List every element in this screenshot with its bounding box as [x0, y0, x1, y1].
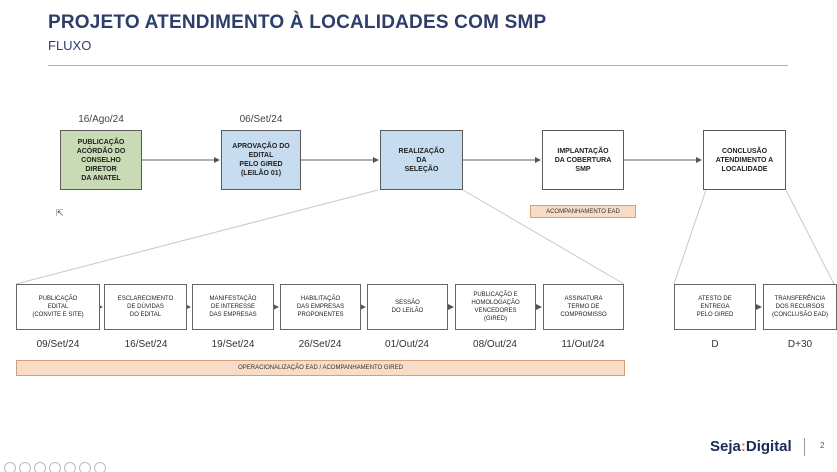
substep-date-4: 26/Set/24 — [298, 339, 342, 350]
operation-band: OPERACIONALIZAÇÃO EAD / ACOMPANHAMENTO G… — [16, 360, 625, 376]
substep-date-6: 08/Out/24 — [473, 339, 517, 350]
top-date-1: 16/Ago/24 — [78, 114, 124, 125]
fan-line-end-left — [673, 189, 707, 285]
title-divider — [48, 65, 788, 66]
substep-date-3: 19/Set/24 — [211, 339, 255, 350]
step-conclusao-atendimento: CONCLUSÃO ATENDIMENTO A LOCALIDADE — [703, 130, 786, 190]
substep-date-1: 09/Set/24 — [36, 339, 80, 350]
logo-separator — [804, 438, 805, 456]
toolbar-button-icon[interactable] — [79, 462, 91, 472]
substep-habilitacao-empresas: HABILITAÇÃO DAS EMPRESAS PROPONENTES — [280, 284, 361, 330]
logo-part-1: Seja — [710, 438, 741, 455]
step-publicacao-acordao: PUBLICAÇÃO ACÓRDÃO DO CONSELHO DIRETOR D… — [60, 130, 142, 190]
toolbar-button-icon[interactable] — [4, 462, 16, 472]
toolbar-button-icon[interactable] — [94, 462, 106, 472]
mouse-cursor-icon: ⇱ — [56, 208, 64, 218]
fan-line-left — [15, 189, 379, 285]
substep-transferencia-recursos: TRANSFERÊNCIA DOS RECURSOS (CONCLUSÃO EA… — [763, 284, 837, 330]
step-realizacao-selecao: REALIZAÇÃO DA SELEÇÃO — [380, 130, 463, 190]
toolbar-button-icon[interactable] — [64, 462, 76, 472]
toolbar-button-icon[interactable] — [19, 462, 31, 472]
slide-title: PROJETO ATENDIMENTO À LOCALIDADES COM SM… — [48, 12, 547, 33]
presentation-toolbar[interactable] — [4, 462, 106, 472]
substep-esclarecimento-duvidas: ESCLARECIMENTO DE DÚVIDAS DO EDITAL — [104, 284, 187, 330]
page-number: 2 — [820, 441, 825, 450]
fan-line-right — [462, 189, 625, 285]
end-date-1: D — [711, 339, 719, 350]
substep-atesto-entrega: ATESTO DE ENTREGA PELO GIRED — [674, 284, 756, 330]
seja-digital-logo: Seja:Digital — [710, 438, 792, 455]
ead-tag: ACOMPANHAMENTO EAD — [530, 205, 636, 218]
substep-date-2: 16/Set/24 — [124, 339, 168, 350]
step-aprovacao-edital: APROVAÇÃO DO EDITAL PELO GIRED (LEILÃO 0… — [221, 130, 301, 190]
logo-part-2: Digital — [745, 438, 792, 455]
fan-line-end-right — [785, 189, 835, 285]
top-date-2: 06/Set/24 — [239, 114, 283, 125]
substep-date-5: 01/Out/24 — [385, 339, 429, 350]
substep-date-7: 11/Out/24 — [561, 339, 605, 350]
end-date-2: D+30 — [787, 339, 813, 350]
toolbar-button-icon[interactable] — [49, 462, 61, 472]
slide-subtitle: FLUXO — [48, 38, 92, 53]
step-implantacao-cobertura: IMPLANTAÇÃO DA COBERTURA SMP — [542, 130, 624, 190]
substep-publicacao-homologacao: PUBLICAÇÃO E HOMOLOGAÇÃO VENCEDORES (GIR… — [455, 284, 536, 330]
toolbar-button-icon[interactable] — [34, 462, 46, 472]
substep-manifestacao-interesse: MANIFESTAÇÃO DE INTERESSE DAS EMPRESAS — [192, 284, 274, 330]
substep-assinatura-termo: ASSINATURA TERMO DE COMPROMISSO — [543, 284, 624, 330]
substep-sessao-leilao: SESSÃO DO LEILÃO — [367, 284, 448, 330]
logo-colon: : — [740, 438, 746, 455]
substep-publicacao-edital: PUBLICAÇÃO EDITAL (CONVITE E SITE) — [16, 284, 100, 330]
